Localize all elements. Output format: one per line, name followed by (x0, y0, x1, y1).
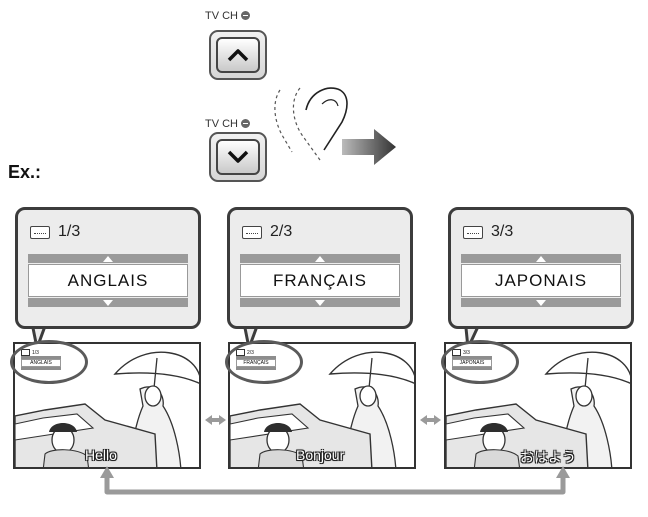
subtitle-text: おはよう (520, 449, 576, 465)
page-indicator: 3/3 (491, 223, 514, 240)
callout-bubble-3: 3/3 JAPONAIS (448, 207, 634, 329)
scroll-up-bar (240, 254, 400, 263)
subtitle-icon (242, 225, 262, 239)
subtitle-text: Hello (85, 447, 117, 463)
double-arrow-icon (420, 415, 441, 425)
minus-icon (241, 11, 250, 20)
down-button-label: TV CH (205, 118, 250, 130)
callout-bubble-2: 2/3 FRANÇAIS (227, 207, 413, 329)
chevron-up-icon (227, 49, 249, 62)
finger-press-illustration (274, 87, 348, 161)
highlight-ellipse (225, 340, 303, 384)
example-label: Ex.: (8, 162, 42, 182)
highlight-ellipse (10, 340, 88, 384)
language-name: ANGLAIS (28, 264, 188, 297)
tv-screen-1: 1/3 ANGLAIS Hello (13, 342, 201, 469)
loop-arrow-icon (100, 466, 570, 495)
scene-illustration (15, 351, 199, 467)
language-name: FRANÇAIS (240, 264, 400, 297)
subtitle-text: Bonjour (296, 447, 345, 463)
callout-bubble-1: 1/3 ANGLAIS (15, 207, 201, 329)
triangle-down-icon (315, 299, 325, 306)
chevron-down-icon (227, 150, 249, 163)
triangle-down-icon (536, 299, 546, 306)
subtitle-icon (463, 225, 483, 239)
scroll-up-bar (461, 254, 621, 263)
triangle-up-icon (315, 255, 325, 262)
scene-illustration (230, 351, 414, 467)
up-button-label: TV CH (205, 10, 250, 22)
subtitle-icon (30, 225, 50, 239)
minus-icon (241, 119, 250, 128)
tv-screen-3: 3/3 JAPONAIS おはよう (444, 342, 632, 469)
scene-illustration (446, 351, 630, 467)
channel-down-button[interactable] (209, 132, 267, 182)
scroll-down-bar (461, 298, 621, 307)
page-indicator: 2/3 (270, 223, 293, 240)
language-name: JAPONAIS (461, 264, 621, 297)
double-arrow-icon (205, 415, 226, 425)
scroll-down-bar (240, 298, 400, 307)
triangle-up-icon (536, 255, 546, 262)
highlight-ellipse (441, 340, 519, 384)
channel-up-button[interactable] (209, 30, 267, 80)
scroll-up-bar (28, 254, 188, 263)
triangle-down-icon (103, 299, 113, 306)
scroll-down-bar (28, 298, 188, 307)
right-arrow-icon (342, 129, 396, 165)
triangle-up-icon (103, 255, 113, 262)
page-indicator: 1/3 (58, 223, 81, 240)
